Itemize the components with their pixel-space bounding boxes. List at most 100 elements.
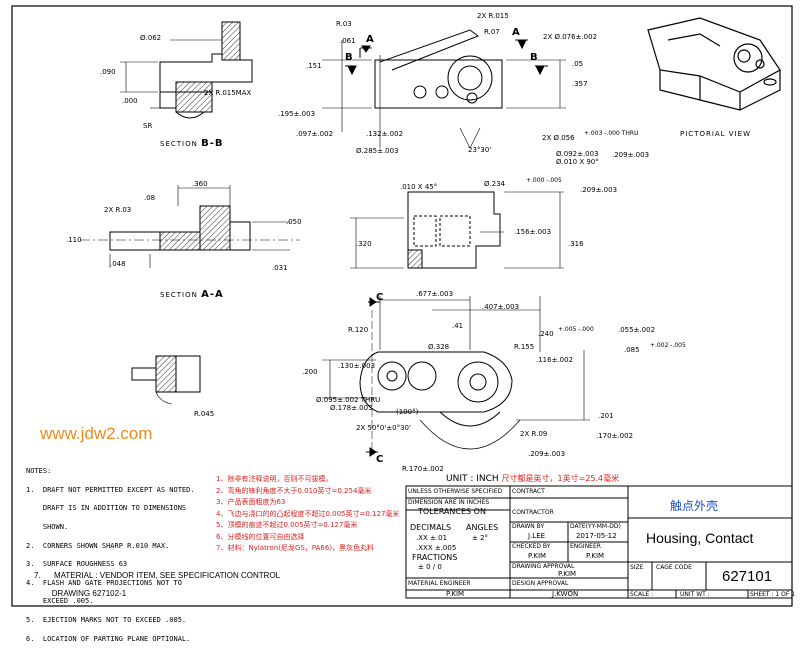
dim-d357: .357 [572,80,588,88]
notes-block: NOTES: 1. DRAFT NOT PERMITTED EXCEPT AS … [26,458,195,653]
unit-line: UNIT : INCH 尺寸都是英寸，1英寸=25.4毫米 [446,473,619,484]
tb-mat-eng-label: MATERIAL ENGINEER [408,580,471,587]
dim-d010x45: .010 X 45° [400,183,438,191]
tb-date: 2017-05-12 [576,532,617,540]
tb-design-approval: J.KWON [552,590,579,598]
dim-d000: .000 [122,97,138,105]
dim-deg100: (100°) [396,408,419,416]
dim-r155: R.155 [514,343,535,351]
dim-d095: Ø.095±.002 THRU [316,396,381,404]
dim-d085: .085 [624,346,640,354]
dim-d677: .677±.003 [416,290,454,298]
dim-d360: .360 [192,180,208,188]
watermark-url: www.jdw2.com [40,424,153,443]
tb-xxx: .XXX ±.005 [416,544,457,552]
dim-d151: .151 [306,62,322,70]
notes-cn-block: 1、除非有注释说明，否则不可拔模。 2、弯角的锋利角度不大于0.010英寸=0.… [216,474,399,555]
note-line: EXCEED .005. [26,597,94,606]
dim-d234: Ø.234 [484,180,506,188]
tb-drawing-approval-label: DRAWING APPROVAL [512,563,575,570]
tb-xx: .XX ±.01 [416,534,448,542]
tb-cn-title: 触点外壳 [670,499,719,513]
dim-d201: .201 [598,412,614,420]
tb-angles: ANGLES [466,523,499,532]
tb-checked: P.KIM [528,552,547,560]
tb-design-approval-label: DESIGN APPROVAL [512,580,569,587]
dim-r120: R.120 [348,326,369,334]
dim-d178: Ø.178±.003 [330,404,373,412]
tb-drawing-approval: P.KIM [558,570,577,578]
dim-d285: Ø.285±.003 [356,147,399,155]
tb-part-no: 627101 [722,568,773,585]
detail-view [131,355,201,405]
section-marker-a-right: A [512,27,520,38]
bottom-view [322,296,590,457]
tb-unless: UNLESS OTHERWISE SPECIFIED [408,488,503,495]
dim-d209b: .209±.003 [580,186,618,194]
dim-d110: .110 [66,236,82,244]
section-marker-b-right: B [530,52,538,63]
tb-fractions: FRACTIONS [412,553,458,562]
dim-d407: .407±.003 [482,303,520,311]
tb-contract: CONTRACT [512,488,545,495]
tb-ang: ± 2° [472,534,489,542]
tb-drawn-by: J.LEE [528,532,546,540]
dim-r015: 2X R.015 [477,12,509,20]
note-line: 7. MATERIAL : VENDOR ITEM, SEE SPECIFICA… [34,571,281,580]
dim-r045: R.045 [194,410,215,418]
tb-frac: ± 0 / 0 [418,563,442,571]
pictorial-view-label: PICTORIAL VIEW [680,130,751,138]
note-cn-line: 1、除非有注释说明，否则不可拔模。 [216,475,333,483]
dim-d056-tol: +.003 -.000 THRU [584,130,639,137]
dim-d195: .195±.003 [278,110,316,118]
drawing-border [11,5,793,607]
tb-size-label: SIZE [630,564,644,571]
dim-r03b: 2X R.03 [104,206,132,214]
tb-date-label: DATE(YY-MM-DD) [570,523,621,530]
dim-d200: .200 [302,368,318,376]
dim-d055: .055±.002 [618,326,656,334]
note-cn-line: 5、顶模的痕迹不超过0.005英寸=0.127毫米 [216,521,358,529]
section-bb-label: SECTION B-B [160,138,224,149]
tb-cage-label: CAGE CODE [656,564,692,571]
dim-d050: .050 [286,218,302,226]
note-line: SHOWN. [26,523,69,532]
tb-engineer: P.KIM [586,552,605,560]
section-marker-b-left: B [345,52,353,63]
dim-d090: .090 [100,68,116,76]
tb-unit-wt-label: UNIT WT : [680,591,710,598]
dim-d320: .320 [356,240,372,248]
dim-d092: Ø.092±.003 [556,150,599,158]
dim-d170: .170±.002 [596,432,634,440]
dim-d209c: .209±.003 [528,450,566,458]
dim-d240-tol: +.005 -.000 [558,326,594,333]
section-marker-c-bottom: C [376,454,384,465]
unit-en: UNIT : INCH [446,474,499,484]
notes-header: NOTES: [26,467,52,476]
dim-d209a: .209±.003 [612,151,650,159]
tb-sheet-label: SHEET : 1 OF 1 [750,591,796,598]
front-view [350,191,564,269]
section-aa-label: SECTION A-A [160,289,224,300]
dim-sr: SR [143,122,153,130]
tb-title: Housing, Contact [646,530,754,546]
dim-d031: .031 [272,264,288,272]
pictorial-view [647,17,781,111]
dim-d156: .156±.003 [514,228,552,236]
note-line: 6. LOCATION OF PARTING PLANE OPTIONAL. [26,634,191,643]
note-line: 1. DRAFT NOT PERMITTED EXCEPT AS NOTED. [26,485,195,494]
dim-d076: 2X Ø.076±.002 [543,33,598,41]
dim-deg23: 23°30' [468,146,492,154]
note-cn-line: 6、分模线的位置可自由选择 [216,532,305,541]
dim-d062: Ø.062 [140,34,162,42]
dim-d056: 2X Ø.056 [542,134,575,142]
unit-cn: 尺寸都是英寸，1英寸=25.4毫米 [501,474,620,483]
dim-d316: .316 [568,240,584,248]
note-material: 7. MATERIAL : VENDOR ITEM, SEE SPECIFICA… [34,562,280,607]
dim-d08: .08 [144,194,156,202]
dim-d41: .41 [452,322,464,330]
title-block-lines [405,485,793,599]
dim-r07: R.07 [484,28,500,36]
note-cn-line: 4、飞边与浇口的的凸起程度不超过0.005英寸=0.127毫米 [216,509,400,518]
dim-d234-tol: +.000 -.005 [526,177,562,184]
